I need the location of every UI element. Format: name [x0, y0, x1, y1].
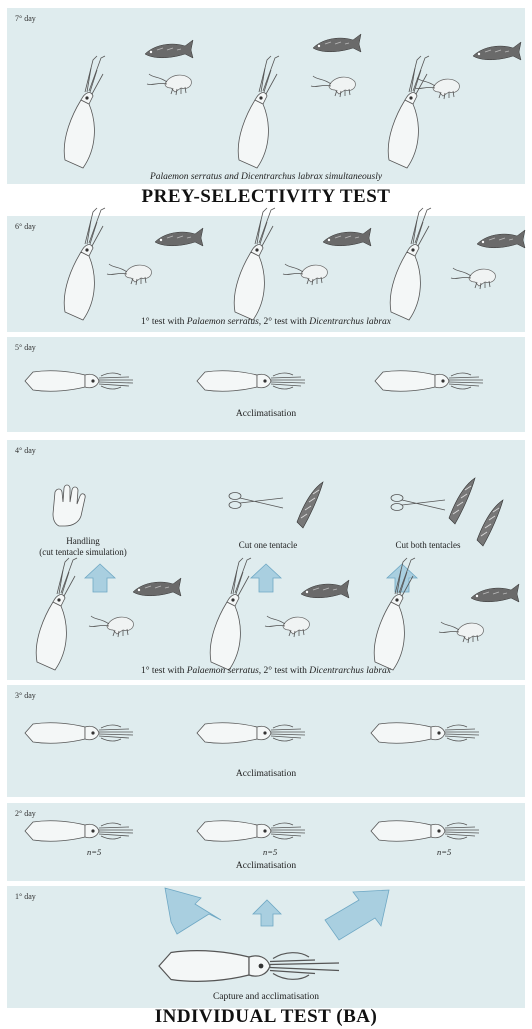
day1-illustration [7, 886, 525, 1008]
panel-day-5: 5° day Acclimatisation [7, 337, 525, 432]
shrimp-2 [311, 76, 355, 97]
shrimp-2 [265, 616, 309, 637]
fish-2 [313, 34, 361, 52]
shrimp-3 [451, 268, 495, 289]
day1-caption: Capture and acclimatisation [7, 992, 525, 1002]
individual-test-banner: INDIVIDUAL TEST (BA) [0, 1006, 532, 1028]
squid-2 [210, 558, 251, 670]
day4-illustration [7, 440, 525, 680]
shrimp-3 [415, 78, 459, 99]
arrow-up-right [325, 890, 389, 940]
day6-caption: 1° test with Palaemon serratus, 2° test … [7, 317, 525, 327]
shrimp-1 [107, 264, 151, 285]
squid-1 [25, 821, 133, 841]
squid-1 [64, 208, 105, 320]
fish-2 [301, 580, 349, 598]
fish-1 [145, 40, 193, 58]
scissors-icon-2 [391, 495, 445, 511]
fish-3 [471, 584, 519, 602]
squid-1 [36, 558, 77, 670]
day4-caption: 1° test with Palaemon serratus, 2° test … [7, 666, 525, 676]
day3-caption: Acclimatisation [7, 769, 525, 779]
handling-label: Handling (cut tentacle simulation) [21, 536, 145, 558]
sample-size-right: n=5 [437, 847, 451, 857]
fish-1 [155, 228, 203, 246]
shrimp-2 [283, 264, 327, 285]
squid-1 [25, 723, 133, 743]
day5-caption: Acclimatisation [7, 409, 525, 419]
panel-day-7: 7° day Palaemon serratus and Dicentrarch… [7, 8, 525, 184]
day7-caption: Palaemon serratus and Dicentrarchus labr… [7, 172, 525, 182]
day7-illustration [7, 8, 525, 184]
fish-1 [133, 578, 181, 596]
day2-caption: Acclimatisation [7, 861, 525, 871]
fish-2 [323, 228, 371, 246]
day3-illustration [7, 685, 525, 797]
squid-2 [197, 821, 305, 841]
panel-day-3: 3° day Acclimatisation [7, 685, 525, 797]
shrimp-1 [147, 74, 191, 95]
day6-illustration [7, 216, 525, 332]
panel-day-4: 4° day Handling (cut tentacle simulation… [7, 440, 525, 680]
scissors-icon-1 [229, 493, 283, 509]
squid-2 [197, 723, 305, 743]
squid-1 [25, 371, 133, 391]
squid-3 [371, 723, 479, 743]
up-arrow-1 [85, 564, 115, 592]
tentacle-icon-2 [449, 478, 475, 524]
hand-icon [53, 485, 85, 526]
squid-2 [238, 56, 279, 168]
squid-3 [375, 371, 483, 391]
arrow-up-left [165, 888, 221, 934]
squid-3 [388, 56, 429, 168]
cut-both-tentacles-label: Cut both tentacles [363, 540, 493, 551]
shrimp-1 [89, 616, 133, 637]
sample-size-middle: n=5 [263, 847, 277, 857]
panel-day-6: 6° day 1° test with Palaemon serratus, 2… [7, 216, 525, 332]
squid-1 [64, 56, 105, 168]
shrimp-3 [439, 622, 483, 643]
fish-3 [477, 230, 525, 248]
prey-selectivity-banner: PREY-SELECTIVITY TEST [0, 186, 532, 208]
squid-2 [197, 371, 305, 391]
cut-one-tentacle-label: Cut one tentacle [203, 540, 333, 551]
sample-size-left: n=5 [87, 847, 101, 857]
squid-3 [390, 208, 431, 320]
fish-3 [473, 42, 521, 60]
captured-squid [159, 951, 339, 982]
panel-day-2: 2° day n=5 n=5 n=5 Acclimatisation [7, 803, 525, 881]
up-arrow-2 [251, 564, 281, 592]
tentacle-icon-1 [297, 482, 323, 528]
arrow-up-center [253, 900, 281, 926]
squid-2 [234, 208, 275, 320]
panel-day-1: 1° day Capture and acclimatisation [7, 886, 525, 1008]
squid-3 [371, 821, 479, 841]
